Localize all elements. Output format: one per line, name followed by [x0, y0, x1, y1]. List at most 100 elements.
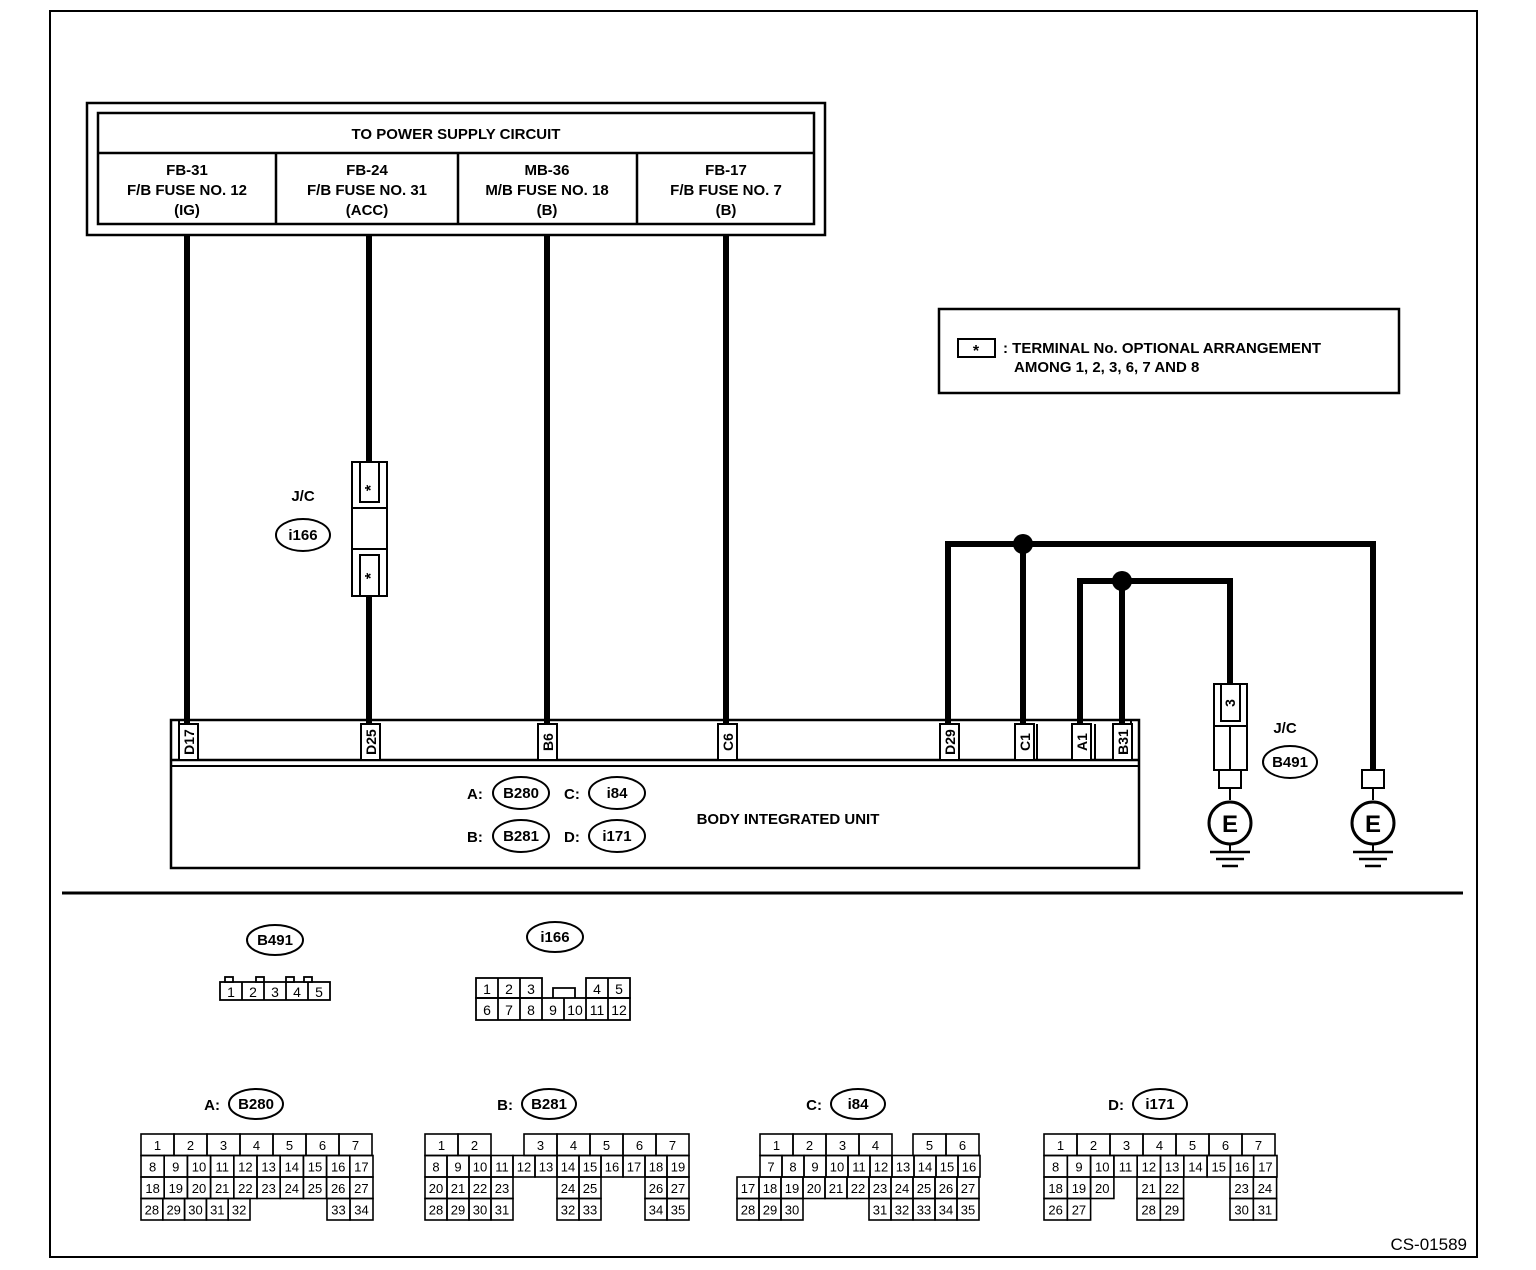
pin-number: 8 [1052, 1159, 1059, 1174]
pin-number: 22 [1165, 1181, 1179, 1196]
splice-point [1112, 571, 1132, 591]
pin-cell [1252, 1197, 1278, 1221]
connector-letter: C: [564, 786, 580, 803]
pin-number: 13 [539, 1159, 553, 1174]
pin-number: 12 [611, 1002, 627, 1018]
connector-id-oval [588, 819, 646, 853]
pin-number: 14 [561, 1159, 575, 1174]
pin-number: 12 [517, 1159, 531, 1174]
fuse-name: M/B FUSE NO. 18 [485, 182, 608, 199]
pin-number: 10 [1095, 1159, 1109, 1174]
fuse-type: (ACC) [346, 202, 389, 219]
pin-number: 29 [763, 1202, 777, 1217]
jc-pin-label: 3 [1222, 699, 1238, 707]
pin-number: 3 [1123, 1138, 1130, 1153]
pin-number: 1 [1057, 1138, 1064, 1153]
pin-number: 25 [583, 1181, 597, 1196]
pin-number: 21 [215, 1181, 229, 1196]
pin-number: 16 [331, 1159, 345, 1174]
connector-face-b491: B491 1 2 3 4 5 [219, 924, 331, 1001]
pin-number: 17 [354, 1159, 368, 1174]
pin-number: 18 [145, 1181, 159, 1196]
pin-cell [780, 1197, 804, 1221]
pin-number: 18 [763, 1181, 777, 1196]
pin-number: 18 [649, 1159, 663, 1174]
pin-number: 31 [1258, 1202, 1272, 1217]
pin-number: 14 [285, 1159, 299, 1174]
pin-number: 32 [232, 1202, 246, 1217]
wire-a1-jc [1077, 578, 1233, 724]
pin-number: 30 [473, 1202, 487, 1217]
pin-number: 21 [451, 1181, 465, 1196]
pin-number: 33 [331, 1202, 345, 1217]
pin-number: 8 [432, 1159, 439, 1174]
pin-number: 6 [483, 1002, 491, 1018]
body-integrated-unit: D17 D25 B6 C6 D29 C1 A1 B31 A: B280 B: B… [169, 718, 1141, 870]
pin-number: 10 [192, 1159, 206, 1174]
pin-number: 35 [671, 1202, 685, 1217]
pin-number: 29 [166, 1202, 180, 1217]
pin-number: 9 [172, 1159, 179, 1174]
unit-pin-label: D29 [942, 729, 958, 755]
pin-cell [666, 1197, 690, 1221]
pin-number: 31 [210, 1202, 224, 1217]
pin-number: 1 [773, 1138, 780, 1153]
pin-number: 7 [767, 1159, 774, 1174]
connector-id: B280 [503, 785, 539, 802]
pin-number: 13 [896, 1159, 910, 1174]
pin-number: 23 [261, 1181, 275, 1196]
connector-id: B281 [531, 1096, 567, 1113]
pin-number: 10 [567, 1002, 583, 1018]
pin-number: 18 [1048, 1181, 1062, 1196]
pin-number: 5 [603, 1138, 610, 1153]
pin-number: 23 [495, 1181, 509, 1196]
pin-number: 7 [505, 1002, 513, 1018]
pin-number: 3 [537, 1138, 544, 1153]
pin-number: 29 [451, 1202, 465, 1217]
pin-number: 22 [851, 1181, 865, 1196]
pin-number: 28 [741, 1202, 755, 1217]
fuse-code: FB-17 [705, 162, 747, 179]
connector-letter: B: [467, 829, 483, 846]
fuse-code: FB-31 [166, 162, 208, 179]
connector-letter: A: [467, 786, 483, 803]
pin-cell [349, 1197, 374, 1221]
unit-pin-label: A1 [1074, 733, 1090, 751]
pin-number: 20 [429, 1181, 443, 1196]
pin-number: 2 [471, 1138, 478, 1153]
pin-number: 11 [852, 1159, 866, 1174]
wires [184, 235, 1376, 770]
pin-number: 2 [806, 1138, 813, 1153]
pin-number: 12 [874, 1159, 888, 1174]
pin-number: 14 [918, 1159, 932, 1174]
pin-number: 11 [590, 1002, 605, 1018]
power-supply-box: TO POWER SUPPLY CIRCUIT FB-31 F/B FUSE N… [85, 101, 827, 237]
pin-number: 10 [473, 1159, 487, 1174]
pin-number: 4 [1156, 1138, 1163, 1153]
pin-number: 26 [331, 1181, 345, 1196]
pin-number: 3 [527, 981, 535, 997]
connector-id: i171 [602, 828, 631, 845]
pin-number: 20 [192, 1181, 206, 1196]
pin-number: 26 [649, 1181, 663, 1196]
pin-number: 21 [829, 1181, 843, 1196]
pin-number: 35 [961, 1202, 975, 1217]
fuse-code: FB-24 [346, 162, 388, 179]
legend: * : TERMINAL No. OPTIONAL ARRANGEMENT AM… [937, 307, 1401, 395]
pin-number: 12 [238, 1159, 252, 1174]
pin-number: 6 [1222, 1138, 1229, 1153]
unit-pin-label: C1 [1017, 733, 1033, 751]
fuse-type: (IG) [174, 202, 200, 219]
ground-symbol: E [1365, 811, 1381, 838]
pin-number: 31 [873, 1202, 887, 1217]
fuse-code: MB-36 [524, 162, 569, 179]
pin-number: 14 [1188, 1159, 1202, 1174]
connector-id-oval [246, 924, 304, 956]
connector-id: i166 [540, 929, 569, 946]
connector-id-oval [492, 819, 550, 853]
pin-number: 5 [926, 1138, 933, 1153]
fuse-name: F/B FUSE NO. 31 [307, 182, 427, 199]
pin-number: 33 [917, 1202, 931, 1217]
pin-cell [1066, 1197, 1092, 1221]
